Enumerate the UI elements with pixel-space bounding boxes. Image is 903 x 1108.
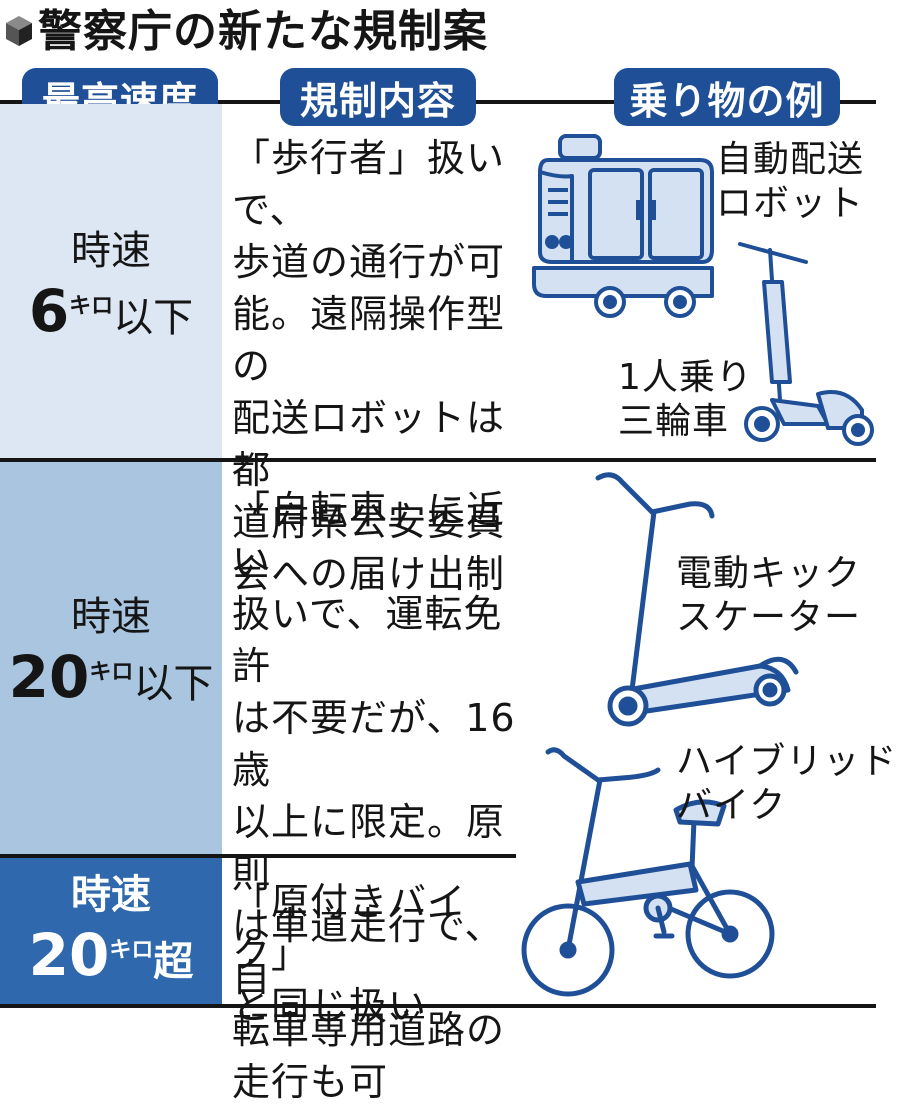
speed-prefix: 時速	[71, 228, 151, 274]
speed-cell-row-3	[0, 858, 222, 1004]
column-header-vehicle-examples: 乗り物の例	[614, 68, 840, 126]
speed-number: 20	[8, 643, 90, 711]
speed-value: 6キロ以下	[0, 276, 222, 349]
speed-cell-row-2	[0, 462, 222, 854]
speed-label-row-3: 時速 20キロ超	[0, 870, 222, 993]
regulation-text-row-3: 「原付きバイク」 と同じ扱い	[232, 880, 467, 1028]
tricycle-icon	[738, 242, 874, 446]
speed-value: 20キロ超	[0, 920, 222, 993]
speed-unit: キロ	[89, 660, 134, 685]
speed-label-row-2: 時速 20キロ以下	[0, 592, 222, 715]
speed-suffix: 以下	[113, 295, 194, 341]
kick-scooter-icon	[595, 472, 799, 727]
speed-unit: キロ	[69, 294, 114, 319]
delivery-robot-icon	[532, 134, 714, 318]
speed-prefix: 時速	[71, 872, 151, 918]
speed-value: 20キロ以下	[0, 642, 222, 715]
speed-number: 20	[28, 921, 110, 989]
vehicle-label-hybrid-bike: ハイブリッド バイク	[676, 741, 898, 826]
speed-unit: キロ	[109, 938, 154, 963]
speed-suffix: 以下	[133, 661, 214, 707]
speed-suffix: 超	[153, 939, 194, 985]
vehicle-label-kick-scooter: 電動キック スケーター	[676, 553, 862, 638]
speed-prefix: 時速	[71, 594, 151, 640]
vehicle-illustrations	[521, 134, 874, 997]
row-divider	[0, 854, 516, 858]
row-divider	[0, 458, 876, 462]
page-title: 警察庁の新たな規制案	[38, 6, 488, 57]
cube-icon	[6, 16, 32, 46]
column-header-regulation: 規制内容	[280, 68, 476, 126]
vehicle-label-tricycle: 1人乗り 三輪車	[618, 357, 753, 442]
vehicle-label-delivery-robot: 自動配送 ロボット	[716, 139, 865, 224]
speed-label-row-1: 時速 6キロ以下	[0, 226, 222, 349]
speed-number: 6	[28, 277, 70, 345]
regulation-text-row-1: 「歩行者」扱いで、 歩道の通行が可 能。遠隔操作型の 配送ロボットは都 道府県公…	[232, 136, 506, 596]
speed-cell-row-1	[0, 104, 222, 458]
hybrid-bike-icon	[521, 747, 775, 997]
table-bottom-border	[0, 1004, 876, 1008]
